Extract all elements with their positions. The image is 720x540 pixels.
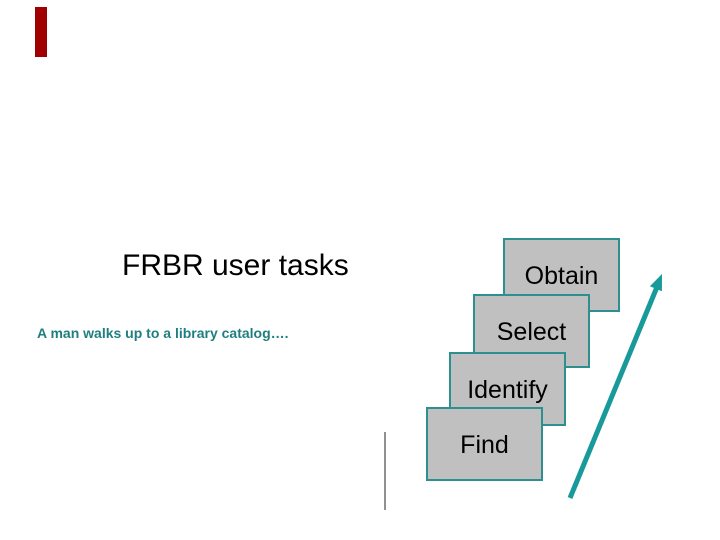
- task-box-obtain-label: Obtain: [524, 262, 599, 290]
- divider-line: [384, 432, 386, 510]
- task-box-find: Find: [426, 407, 543, 481]
- red-accent-bar: [35, 7, 47, 57]
- slide-subtitle: A man walks up to a library catalog….: [37, 325, 289, 341]
- slide-title: FRBR user tasks: [122, 249, 349, 282]
- task-box-select-label: Select: [496, 318, 567, 346]
- task-box-identify-label: Identify: [467, 376, 548, 404]
- task-box-find-label: Find: [460, 431, 509, 459]
